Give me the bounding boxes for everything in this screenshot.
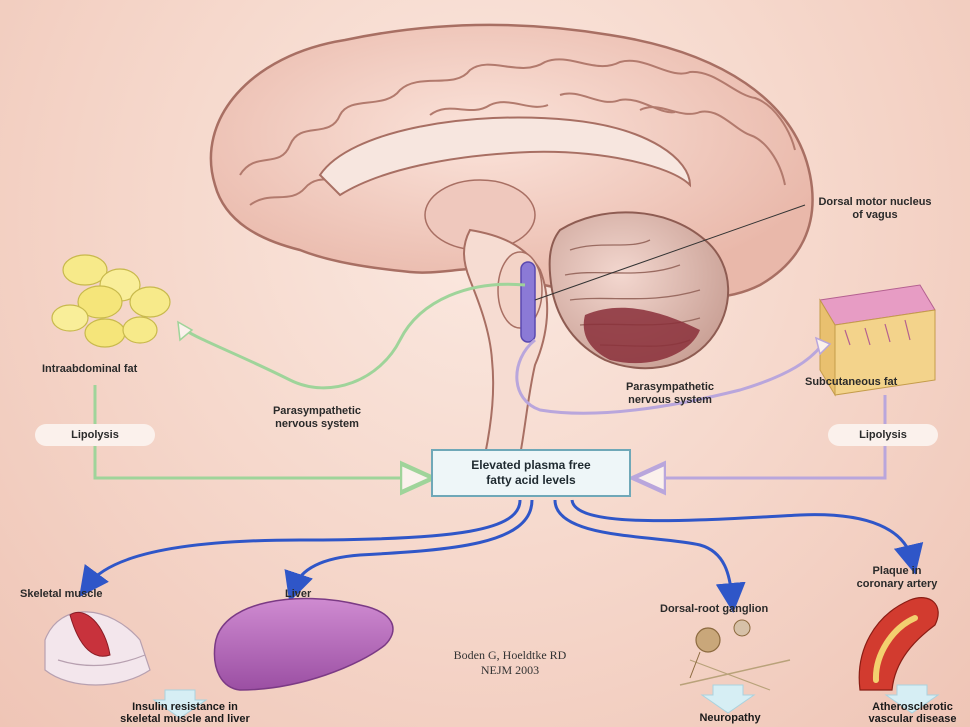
dorsal-motor-nucleus	[521, 262, 535, 342]
coronary-artery-illustration	[859, 598, 938, 690]
intraabdominal-fat-illustration	[52, 255, 170, 347]
dorsal-motor-nucleus-label: Dorsal motor nucleus of vagus	[800, 196, 950, 222]
outcome-neuropathy: Neuropathy	[675, 712, 785, 724]
liver-illustration	[214, 598, 393, 690]
parasympathetic-right-label: Parasympathetic nervous system	[600, 381, 740, 407]
outcome-insulin-resistance: Insulin resistance in skeletal muscle an…	[95, 701, 275, 725]
intraabdominal-fat-label: Intraabdominal fat	[42, 363, 137, 376]
elevated-ffa-label: Elevated plasma free fatty acid levels	[471, 458, 590, 488]
lipolysis-right-label: Lipolysis	[828, 424, 938, 446]
dorsal-root-ganglion-illustration	[680, 620, 790, 690]
elevated-ffa-box: Elevated plasma free fatty acid levels	[431, 449, 631, 497]
outcome-arrow-neuropathy	[702, 685, 754, 713]
dorsal-root-ganglion-label: Dorsal-root ganglion	[660, 603, 768, 616]
outcome-atherosclerotic: Atherosclerotic vascular disease	[855, 701, 970, 725]
liver-label: Liver	[285, 588, 311, 601]
skeletal-muscle-illustration	[45, 612, 150, 685]
skeletal-muscle-label: Skeletal muscle	[20, 588, 103, 601]
lipolysis-left-label: Lipolysis	[35, 424, 155, 446]
parasympathetic-left-label: Parasympathetic nervous system	[247, 405, 387, 431]
citation-credit: Boden G, Hoeldtke RD NEJM 2003	[430, 648, 590, 678]
plaque-coronary-artery-label: Plaque in coronary artery	[842, 565, 952, 591]
subcutaneous-fat-label: Subcutaneous fat	[805, 376, 897, 389]
